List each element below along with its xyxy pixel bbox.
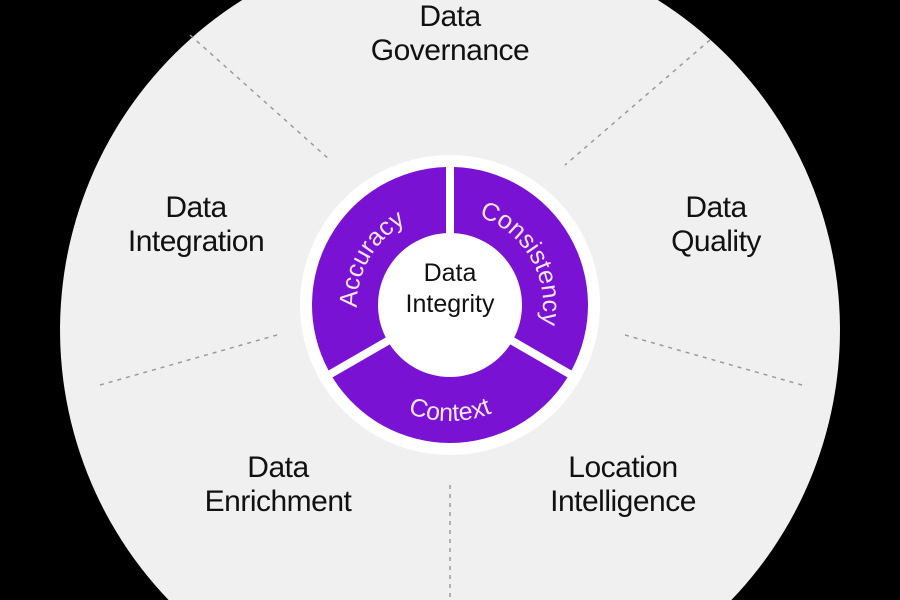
ring-segment-accuracy <box>311 167 447 371</box>
ring-segment-consistency <box>453 167 588 371</box>
label-data-governance: Data Governance <box>370 0 530 68</box>
label-line: Data <box>685 191 747 224</box>
label-line: Intelligence <box>550 485 696 518</box>
center-line: Data <box>423 259 477 287</box>
label-data-integration: Data Integration <box>127 191 265 259</box>
label-data-quality: Data Quality <box>671 191 761 259</box>
divider-line <box>189 34 331 161</box>
ring-segment-context <box>332 344 568 443</box>
divider-line <box>624 334 803 386</box>
label-line: Enrichment <box>204 485 352 518</box>
label-line: Data <box>247 451 309 484</box>
label-line: Quality <box>671 225 761 258</box>
label-line: Governance <box>370 34 530 67</box>
label-location-intelligence: Location Intelligence <box>550 451 696 519</box>
label-line: Data <box>419 0 481 33</box>
label-data-enrichment: Data Enrichment <box>205 451 352 519</box>
center-line: Integrity <box>405 290 495 318</box>
label-line: Data <box>165 191 227 224</box>
label-line: Location <box>568 451 678 484</box>
label-line: Integration <box>127 225 265 258</box>
divider-line <box>99 334 278 386</box>
center-circle <box>382 237 518 373</box>
center-label-data-integrity: Data Integrity <box>406 258 495 320</box>
